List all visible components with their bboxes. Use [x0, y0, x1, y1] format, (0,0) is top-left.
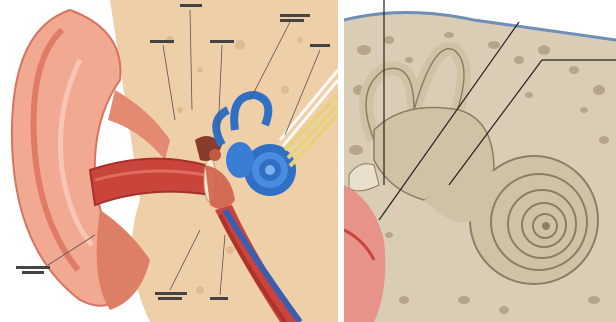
ear-cross-section-illustration — [0, 0, 338, 322]
vestibule — [226, 142, 254, 178]
inner-ear-detail-panel — [344, 0, 616, 322]
inner-ear-detail-illustration — [344, 0, 616, 322]
ear-cross-section-panel — [0, 0, 338, 322]
